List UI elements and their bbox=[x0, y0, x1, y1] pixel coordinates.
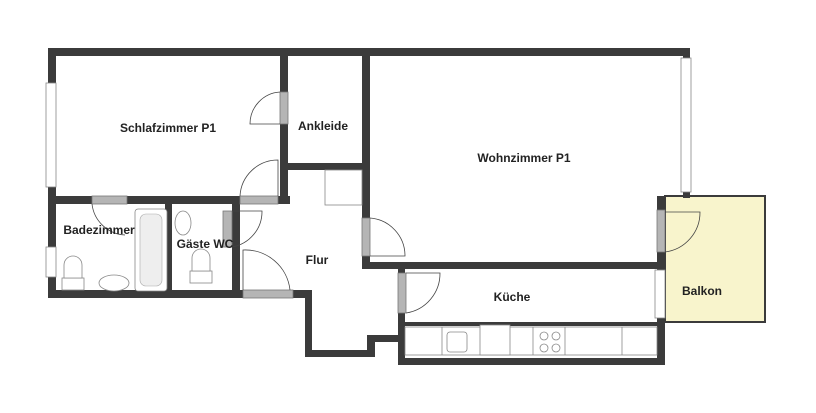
room-label-schlafzimmer: Schlafzimmer P1 bbox=[119, 121, 217, 135]
doors bbox=[91, 91, 701, 314]
room-label-kueche: Küche bbox=[493, 290, 531, 304]
balkon-area bbox=[664, 195, 766, 323]
room-label-badezimmer: Badezimmer bbox=[63, 223, 135, 237]
room-label-wohnzimmer: Wohnzimmer P1 bbox=[477, 151, 571, 165]
fixtures bbox=[61, 208, 658, 356]
room-label-balkon: Balkon bbox=[681, 284, 723, 298]
walls bbox=[48, 48, 690, 365]
room-label-ankleide: Ankleide bbox=[297, 119, 349, 133]
windows bbox=[45, 57, 692, 319]
room-label-flur: Flur bbox=[305, 253, 329, 267]
room-label-gaeste-wc: Gäste WC bbox=[176, 237, 234, 251]
